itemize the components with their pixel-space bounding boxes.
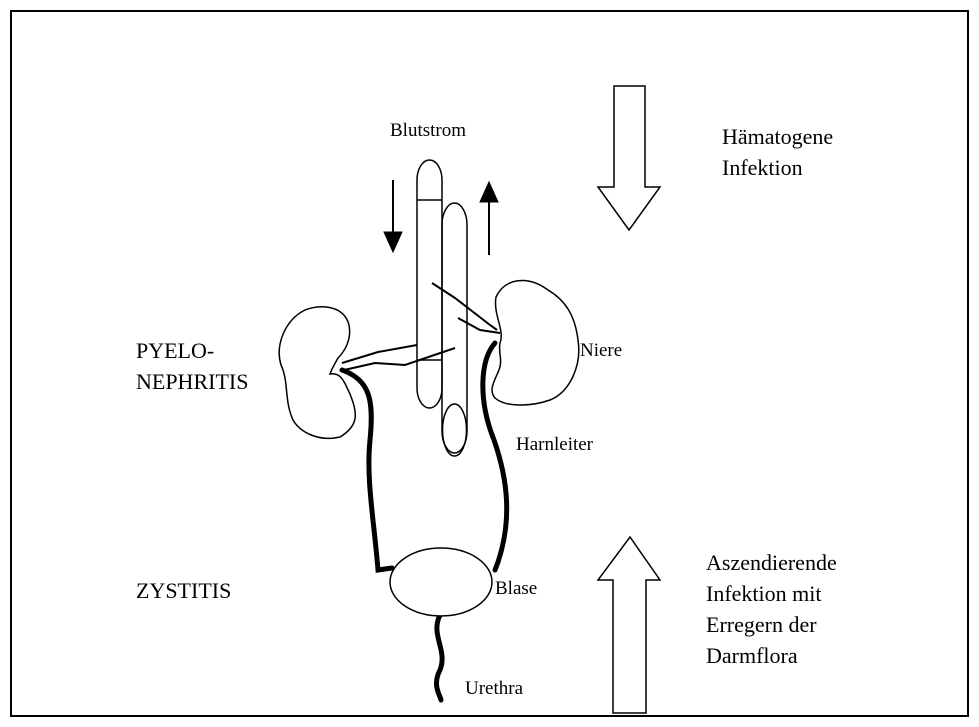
vessel-right [442,203,467,453]
label-blutstrom: Blutstrom [390,120,466,143]
label-harnleiter: Harnleiter [516,434,593,457]
label-aszend-3: Erregern der [706,612,817,638]
vessel-left [417,160,442,408]
arrow-up-icon [480,182,498,202]
renal-vessels [342,283,500,370]
bladder [390,548,492,616]
hematogenous-arrow-icon [598,86,660,230]
label-aszend-2: Infektion mit [706,581,821,607]
urethra-line [436,615,442,700]
blood-flow-arrows [384,180,498,255]
label-aszend-1: Aszendierende [706,550,837,576]
blood-vessels [417,160,467,456]
label-zystitis: ZYSTITIS [136,578,231,604]
label-pyelo-1: PYELO- [136,338,214,364]
label-haematogen-2: Infektion [722,155,803,181]
label-blase: Blase [495,578,537,601]
label-urethra: Urethra [465,678,523,701]
label-haematogen-1: Hämatogene [722,124,833,150]
arrow-down-icon [384,232,402,252]
label-niere: Niere [580,340,622,363]
label-aszend-4: Darmflora [706,643,798,669]
kidney-right [492,280,579,405]
ureters [342,343,507,700]
label-pyelo-2: NEPHRITIS [136,369,248,395]
ascending-arrow-icon [598,537,660,713]
